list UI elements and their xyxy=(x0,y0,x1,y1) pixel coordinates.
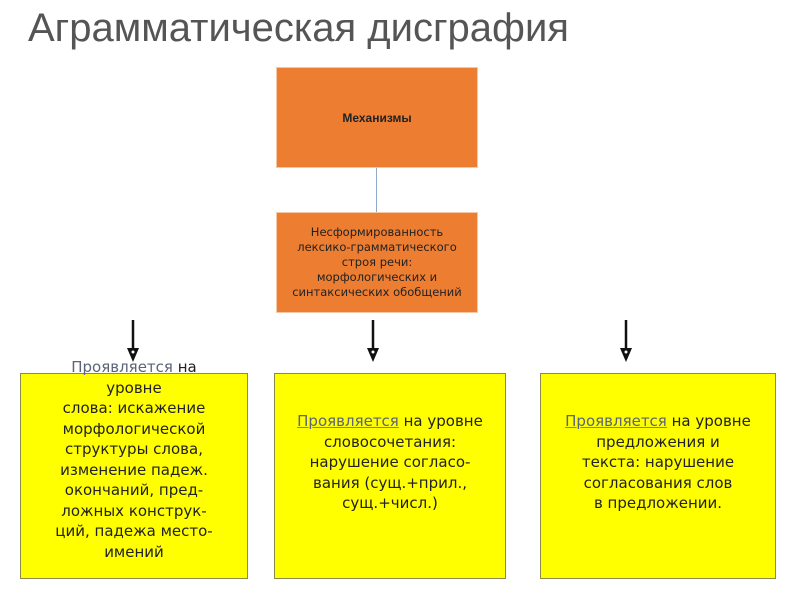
sentence-level-text: Проявляется на уровне предложения и текс… xyxy=(541,411,775,514)
text-line: изменение падеж. xyxy=(60,460,208,479)
mechanisms-heading: Механизмы xyxy=(342,110,412,125)
cause-line: Несформированность xyxy=(310,225,444,239)
arrow-down-icon xyxy=(367,320,379,362)
mechanisms-box: Механизмы xyxy=(276,67,478,168)
cause-box: Несформированность лексико-грамматическо… xyxy=(276,212,478,313)
text-line: имений xyxy=(104,542,164,561)
text-line: вания (сущ.+прил., xyxy=(312,473,468,492)
manifests-link[interactable]: Проявляется xyxy=(71,358,173,376)
text-line: морфологической xyxy=(62,419,206,438)
sentence-level-box: Проявляется на уровне предложения и текс… xyxy=(540,373,776,579)
cause-line: лексико-грамматического xyxy=(297,240,457,254)
text-line: нарушение согласо- xyxy=(309,453,471,471)
cause-line: синтаксических обобщений xyxy=(292,285,462,299)
cause-line: морфологических и xyxy=(316,270,438,284)
arrow-down-icon xyxy=(620,320,632,362)
word-level-box xyxy=(20,373,248,579)
text-line: в предложении. xyxy=(593,494,723,512)
word-level-text: Проявляется на уровне слова: искажение м… xyxy=(20,357,248,562)
connector-line xyxy=(376,168,377,212)
manifests-link[interactable]: Проявляется xyxy=(565,412,667,430)
text-line: текста: нарушение xyxy=(581,453,735,471)
text-line: ций, падежа место- xyxy=(55,522,213,540)
phrase-level-text: Проявляется на уровне словосочетания: на… xyxy=(275,411,505,514)
text-line: ложных конструк- xyxy=(61,501,207,520)
text-line: предложения и xyxy=(596,432,720,451)
text-line: уровне xyxy=(106,378,162,397)
slide-title: Аграмматическая дисграфия xyxy=(28,6,569,50)
text-line: словосочетания: xyxy=(323,432,457,451)
text-line: на уровне xyxy=(666,412,751,430)
text-line: слова: искажение xyxy=(62,399,206,417)
cause-line: строя речи: xyxy=(341,255,413,269)
text-line: на xyxy=(172,358,197,376)
text-line: сущ.+числ.) xyxy=(342,494,438,512)
phrase-level-box: Проявляется на уровне словосочетания: на… xyxy=(274,373,506,579)
arrow-down-icon xyxy=(127,320,139,362)
text-line: согласования слов xyxy=(583,473,733,492)
text-line: структуры слова, xyxy=(64,440,203,458)
text-line: окончаний, пред- xyxy=(64,481,204,499)
text-line: на уровне xyxy=(398,412,483,430)
manifests-link[interactable]: Проявляется xyxy=(297,412,399,430)
